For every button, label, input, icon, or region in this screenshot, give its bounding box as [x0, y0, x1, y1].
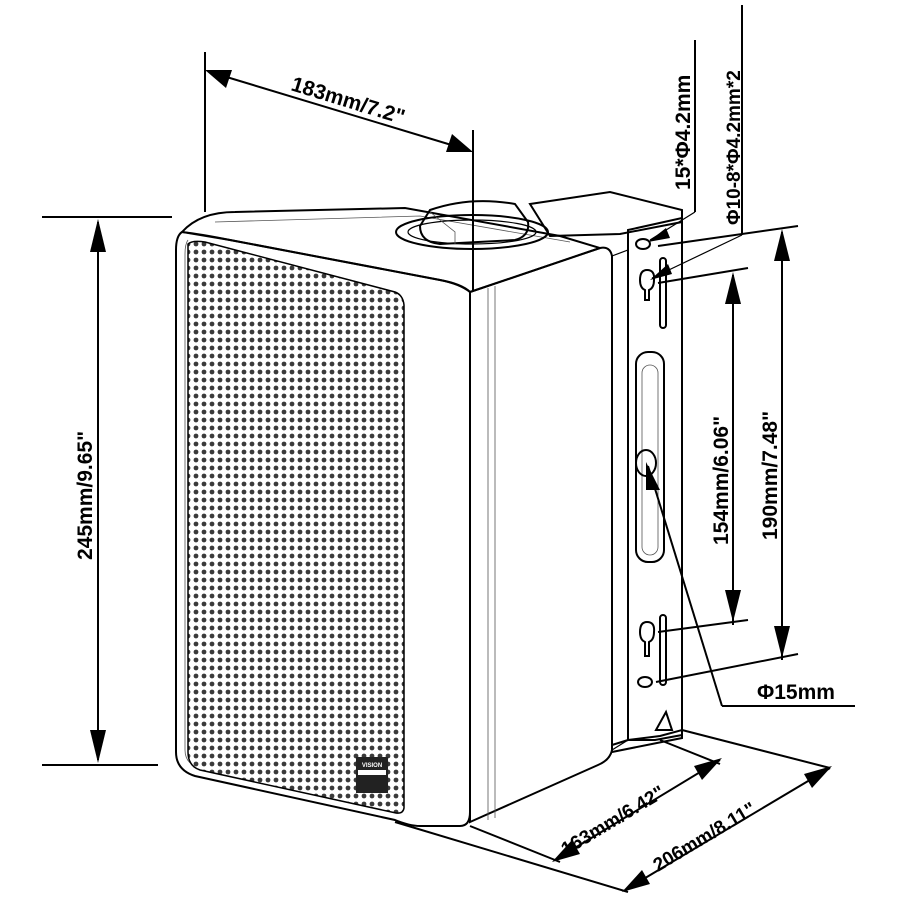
depth-total-label: 206mm/8.11"	[650, 799, 760, 877]
depth-inner-label: 163mm/6.42"	[558, 782, 669, 860]
hole-spacing-inner-label: 154mm/6.06"	[710, 416, 733, 545]
speaker-grille	[187, 240, 405, 814]
brand-logo-badge: VISION	[356, 757, 388, 793]
logo-text: VISION	[362, 763, 382, 769]
height-label: 245mm/9.65"	[74, 431, 97, 560]
keyhole-holes-label: Φ10-8*Φ4.2mm*2	[724, 70, 745, 225]
dimension-height: 245mm/9.65"	[42, 216, 172, 766]
callout-slot-holes: 15*Φ4.2mm	[648, 40, 696, 242]
callout-keyhole-holes: Φ10-8*Φ4.2mm*2	[650, 5, 745, 280]
center-hole-label: Φ15mm	[757, 681, 835, 704]
hole-spacing-outer-label: 190mm/7.48"	[759, 411, 782, 540]
dimension-hole-spacing-inner: 154mm/6.06"	[657, 267, 749, 633]
wall-mount-bracket	[528, 190, 683, 754]
callout-center-hole: Φ15mm	[646, 462, 855, 707]
dimension-hole-spacing-outer: 190mm/7.48"	[655, 225, 799, 683]
slot-holes-label: 15*Φ4.2mm	[672, 75, 695, 190]
